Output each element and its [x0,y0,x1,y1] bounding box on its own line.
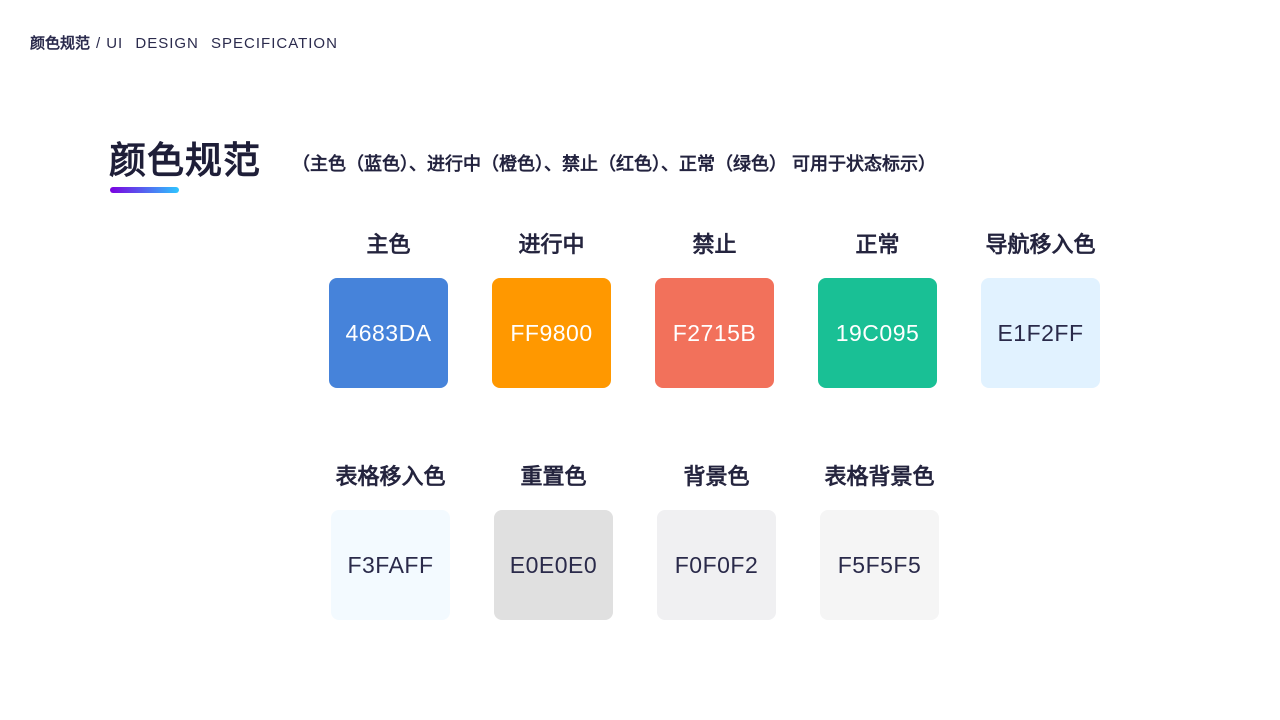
swatch-column: 主色 4683DA [329,230,448,388]
swatch-label: 背景色 [683,464,750,489]
swatch-label: 禁止 [692,232,737,257]
swatch-column: 表格移入色 F3FAFF [331,462,450,620]
swatch-row-primary: 主色 4683DA 进行中 FF9800 禁止 F2715B 正常 19C095 导航移入色 E1… [329,230,1100,388]
color-swatch: F3FAFF [331,510,450,620]
swatch-hex-value: 4683DA [345,319,432,346]
swatch-hex-value: 19C095 [835,319,920,346]
page-subtitle: （主色（蓝色）、进行中（橙色）、禁止（红色）、正常（绿色） 可用于状态标示） [292,154,936,174]
swatch-label: 导航移入色 [985,232,1096,257]
breadcrumb-separator: / [96,35,101,52]
swatch-column: 背景色 F0F0F2 [657,462,776,620]
swatch-column: 禁止 F2715B [655,230,774,388]
swatch-label: 表格移入色 [335,464,446,489]
swatch-hex-value: F0F0F2 [674,551,759,578]
color-swatch: E0E0E0 [494,510,613,620]
swatch-label: 进行中 [518,232,585,257]
swatch-hex-value: F3FAFF [347,551,434,578]
swatch-label: 重置色 [520,464,587,489]
color-swatch: E1F2FF [981,278,1100,388]
swatch-column: 导航移入色 E1F2FF [981,230,1100,388]
page-title: 颜色规范 [109,140,261,181]
breadcrumb-zh-label: 颜色规范 [30,35,91,52]
swatch-column: 表格背景色 F5F5F5 [820,462,939,620]
swatch-hex-value: E0E0E0 [509,551,598,578]
swatch-row-secondary: 表格移入色 F3FAFF 重置色 E0E0E0 背景色 F0F0F2 表格背景色 F5F5F5 [331,462,939,620]
swatch-hex-value: F2715B [672,319,757,346]
swatch-column: 正常 19C095 [818,230,937,388]
color-swatch: FF9800 [492,278,611,388]
color-swatch: 4683DA [329,278,448,388]
swatch-column: 重置色 E0E0E0 [494,462,613,620]
swatch-label: 正常 [855,232,900,257]
swatch-hex-value: FF9800 [510,319,593,346]
swatch-hex-value: F5F5F5 [837,551,922,578]
breadcrumb: 颜色规范 / UI DESIGN SPECIFICATION [30,32,338,53]
swatch-hex-value: E1F2FF [997,319,1084,346]
color-swatch: F5F5F5 [820,510,939,620]
color-swatch: F2715B [655,278,774,388]
color-swatch: 19C095 [818,278,937,388]
swatch-label: 表格背景色 [824,464,935,489]
swatch-label: 主色 [366,232,411,257]
title-underline-accent [110,187,179,193]
swatch-column: 进行中 FF9800 [492,230,611,388]
color-swatch: F0F0F2 [657,510,776,620]
breadcrumb-en-label: UI DESIGN SPECIFICATION [106,35,338,52]
